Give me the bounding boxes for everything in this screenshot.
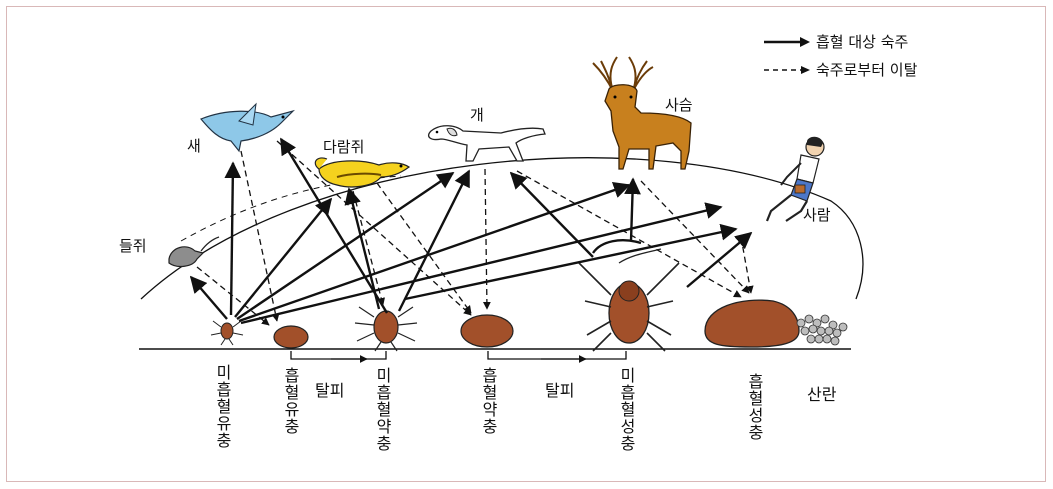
tick-unfed-nymph-icon xyxy=(354,306,418,352)
tick-fed-nymph-icon xyxy=(460,314,514,348)
field-mouse-icon xyxy=(168,236,220,268)
dashed-arrow-icon xyxy=(764,65,810,74)
host-label-human: 사람 xyxy=(803,206,831,224)
host-label-deer: 사슴 xyxy=(665,96,693,114)
deer-icon xyxy=(592,56,692,170)
transition-label-molt-2: 탈피 xyxy=(545,381,575,400)
transition-label-molt-1: 탈피 xyxy=(315,381,345,400)
host-label-squirrel: 다람쥐 xyxy=(323,138,365,156)
squirrel-icon xyxy=(314,157,411,188)
molt-bracket-2 xyxy=(487,351,627,360)
egg-mass-icon xyxy=(796,314,848,346)
tick-lifecycle-diagram xyxy=(139,56,864,363)
stage-label-fed-larva: 흡혈유충 xyxy=(281,367,300,435)
tick-fed-larva-icon xyxy=(273,325,309,349)
feeding-arrows xyxy=(189,137,753,325)
molt-bracket-1 xyxy=(290,351,387,360)
legend-solid-label: 흡혈 대상 숙주 xyxy=(816,33,909,51)
host-label-field-mouse: 들쥐 xyxy=(119,237,147,255)
legend-dashed-label: 숙주로부터 이탈 xyxy=(816,61,918,79)
legend-solid: 흡혈 대상 숙주 xyxy=(764,31,908,52)
human-icon xyxy=(765,136,825,222)
detach-arrows xyxy=(196,140,754,326)
solid-arrow-icon xyxy=(764,36,810,47)
host-label-dog: 개 xyxy=(470,106,484,124)
transition-label-oviposition: 산란 xyxy=(807,385,837,404)
dog-icon xyxy=(427,125,546,162)
habitat-arc xyxy=(140,157,864,300)
tick-fed-adult-icon xyxy=(704,299,800,348)
stage-label-fed-nymph: 흡혈약충 xyxy=(479,367,498,435)
host-label-bird: 새 xyxy=(187,137,201,155)
legend-dashed: 숙주로부터 이탈 xyxy=(764,59,917,80)
inner-dashed-arc xyxy=(180,175,402,242)
stage-label-unfed-nymph: 미흡혈약충 xyxy=(373,367,392,452)
diagram-frame: 흡혈 대상 숙주 숙주로부터 이탈 새 다람쥐 개 사슴 사람 들쥐 미흡혈유충… xyxy=(6,6,1046,482)
bird-icon xyxy=(200,102,296,153)
stage-label-unfed-adult: 미흡혈성충 xyxy=(617,367,636,452)
tick-unfed-larva-icon xyxy=(210,320,244,346)
tick-unfed-adult-icon xyxy=(578,248,680,352)
stage-label-unfed-larva: 미흡혈유충 xyxy=(213,364,232,449)
stage-label-fed-adult: 흡혈성충 xyxy=(745,373,764,441)
